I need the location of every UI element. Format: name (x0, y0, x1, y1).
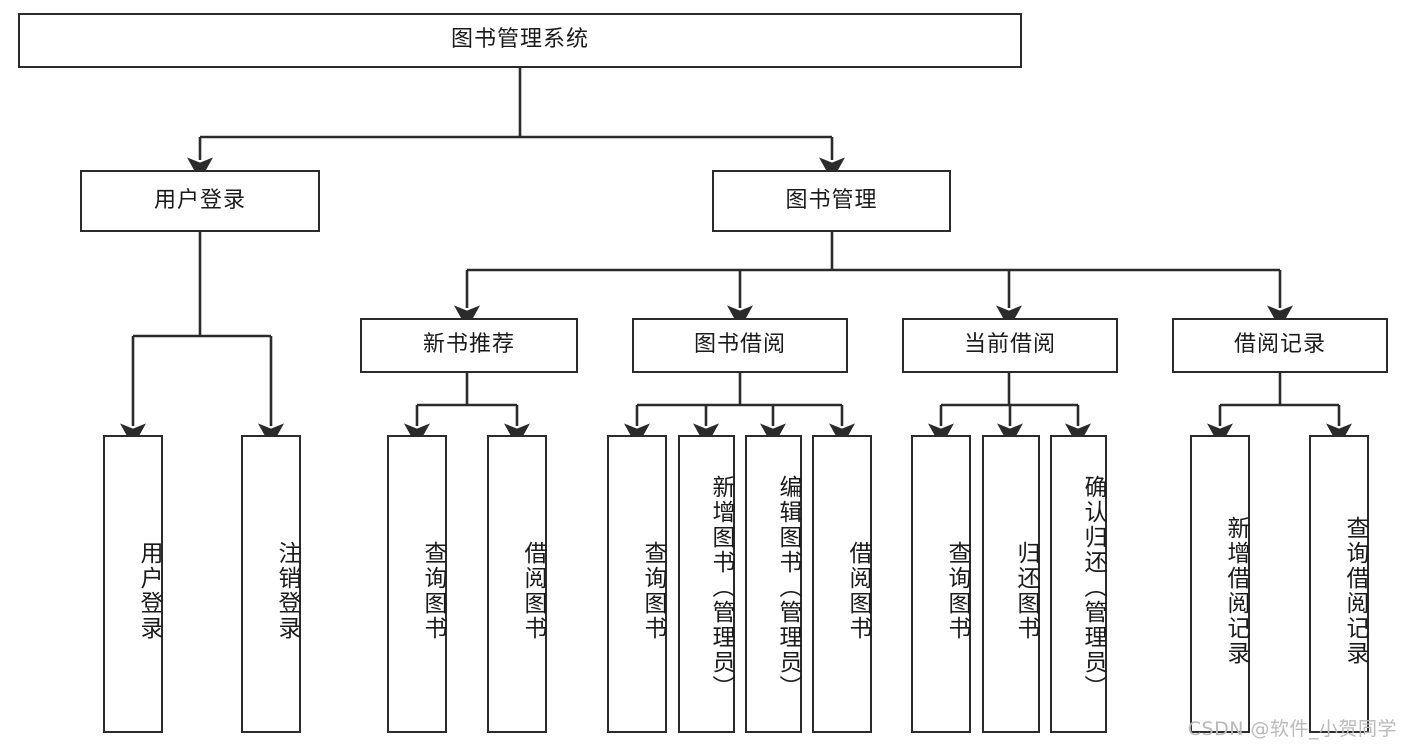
node-label: 图书借阅 (693, 332, 786, 358)
node-user-login[interactable]: 用户登录 (80, 170, 320, 232)
node-borrow-record[interactable]: 借阅记录 (1172, 318, 1388, 373)
node-label: 当前借阅 (963, 332, 1056, 358)
leaf-book-borrow-add-book-admin[interactable]: 新增图书（管理员） (678, 435, 735, 733)
node-label: 新增图书（管理员） (708, 474, 734, 700)
node-book-borrow[interactable]: 图书借阅 (632, 318, 848, 373)
node-label: 借阅图书 (520, 541, 546, 641)
leaf-current-borrow-confirm-return-admin[interactable]: 确认归还（管理员） (1050, 435, 1107, 733)
node-label: 图书管理系统 (450, 27, 589, 53)
node-label: 确认归还（管理员） (1080, 474, 1106, 700)
csdn-watermark: CSDN @软件_小贺同学 (1187, 718, 1397, 740)
node-label: 新增借阅记录 (1223, 516, 1249, 666)
leaf-book-borrow-borrow-books[interactable]: 借阅图书 (812, 435, 872, 733)
node-book-management[interactable]: 图书管理 (712, 170, 951, 232)
node-root-book-management-system[interactable]: 图书管理系统 (18, 13, 1022, 68)
node-label: 归还图书 (1013, 541, 1039, 641)
node-label: 注销登录 (274, 541, 300, 641)
node-label: 新书推荐 (422, 332, 515, 358)
leaf-book-borrow-edit-book-admin[interactable]: 编辑图书（管理员） (745, 435, 802, 733)
leaf-new-book-query-books[interactable]: 查询图书 (387, 435, 447, 733)
node-label: 用户登录 (136, 541, 162, 641)
leaf-new-book-borrow-books[interactable]: 借阅图书 (487, 435, 547, 733)
leaf-user-login-logout[interactable]: 注销登录 (241, 435, 301, 733)
node-label: 借阅记录 (1233, 332, 1326, 358)
node-label: 查询图书 (420, 541, 446, 641)
leaf-current-borrow-query-books[interactable]: 查询图书 (911, 435, 971, 733)
node-label: 查询图书 (944, 541, 970, 641)
leaf-borrow-record-query-record[interactable]: 查询借阅记录 (1309, 435, 1369, 733)
node-label: 图书管理 (785, 187, 878, 213)
leaf-book-borrow-query-books[interactable]: 查询图书 (607, 435, 667, 733)
leaf-user-login-login[interactable]: 用户登录 (103, 435, 163, 733)
leaf-current-borrow-return-books[interactable]: 归还图书 (982, 435, 1040, 733)
node-current-borrow[interactable]: 当前借阅 (902, 318, 1118, 373)
node-new-book-recommend[interactable]: 新书推荐 (360, 318, 578, 373)
node-label: 用户登录 (153, 187, 246, 213)
node-label: 编辑图书（管理员） (775, 474, 801, 700)
node-label: 查询图书 (640, 541, 666, 641)
node-label: 查询借阅记录 (1342, 516, 1368, 666)
node-label: 借阅图书 (845, 541, 871, 641)
leaf-borrow-record-add-record[interactable]: 新增借阅记录 (1190, 435, 1250, 733)
